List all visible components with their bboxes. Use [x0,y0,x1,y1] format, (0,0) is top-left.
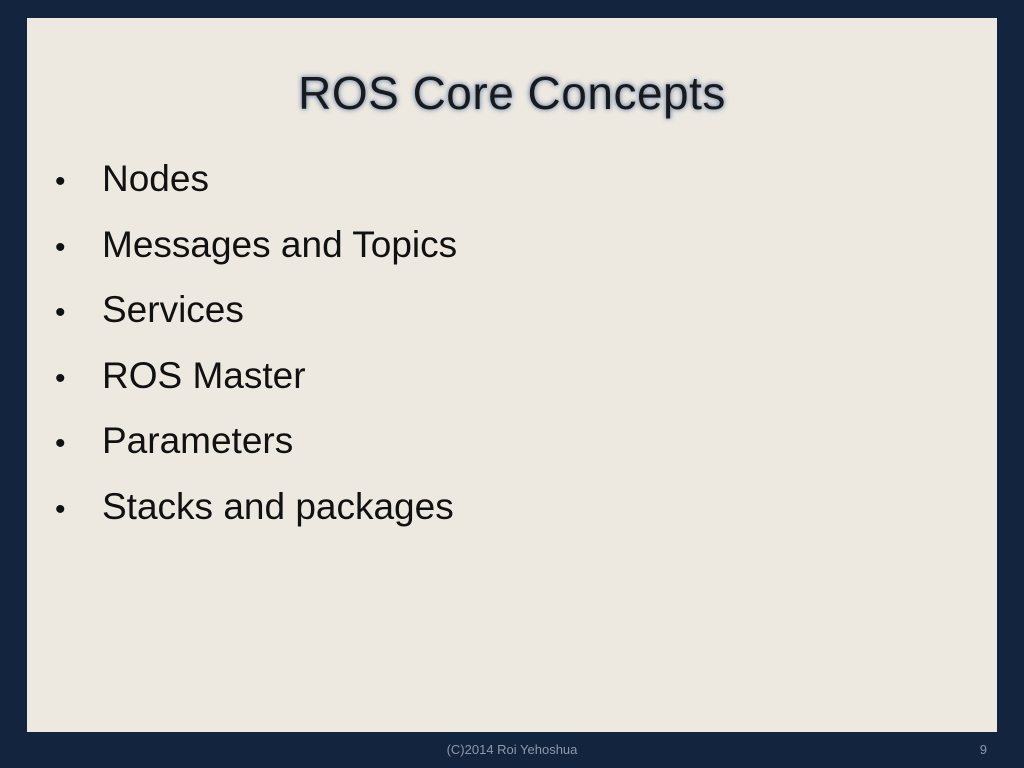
bullet-item-parameters: • Parameters [55,420,457,486]
footer-copyright: (C)2014 Roi Yehoshua [446,742,578,757]
page-number: 9 [979,742,987,757]
bullet-text: Messages and Topics [102,223,458,265]
bullet-text: Nodes [102,158,209,199]
bullet-text: ROS Master [102,354,306,396]
bullet-item-stacks-and-packages: • Stacks and packages [55,486,457,552]
bullet-icon: • [55,492,66,526]
bullet-icon: • [55,361,66,395]
bullet-icon: • [55,296,66,329]
slide-title: ROS Core Concepts [298,67,726,119]
bullet-item-messages-and-topics: • Messages and Topics [55,224,457,290]
bullet-text: Services [102,289,244,330]
bullet-text: Parameters [102,420,294,461]
bullet-text: Stacks and packages [102,485,454,527]
bullet-icon: • [55,427,66,460]
bullet-item-ros-master: • ROS Master [55,355,457,421]
bullet-item-services: • Services [55,289,457,355]
bullet-icon: • [55,165,66,198]
content-panel: ROS Core Concepts • Nodes • Messages and… [27,18,997,732]
bullet-list: • Nodes • Messages and Topics • Services… [55,158,457,551]
bullet-item-nodes: • Nodes [55,158,457,224]
bullet-icon: • [55,230,66,264]
